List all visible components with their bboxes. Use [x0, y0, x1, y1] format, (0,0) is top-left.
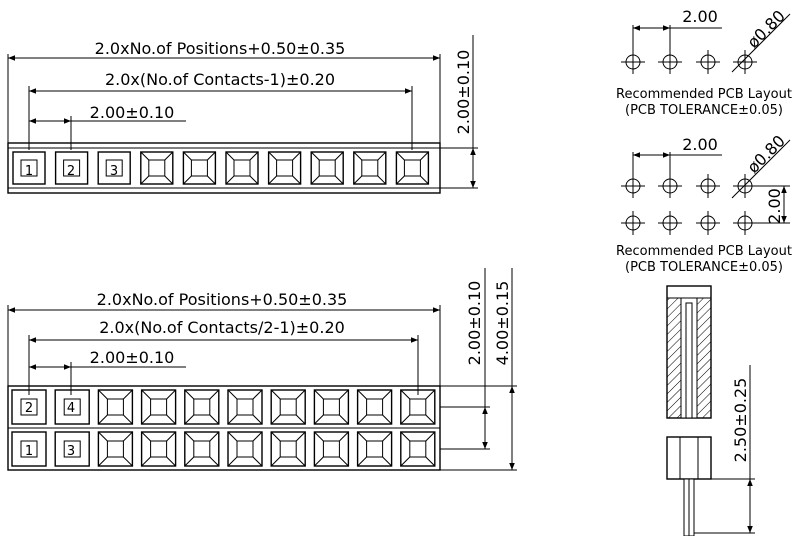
pcb-hole	[696, 174, 720, 198]
pcb-layout-single: 2.00 ø0.80 Recommended PCB Layout (PCB T…	[616, 6, 792, 118]
dim-row-label: 2.00±0.10	[465, 281, 484, 366]
pcb2-pitch-label: 2.00	[682, 135, 718, 154]
contact-cell-top	[356, 389, 393, 425]
pcb-hole	[658, 211, 682, 235]
dim-height-label: 2.00±0.10	[454, 50, 473, 135]
contact-cell-top	[227, 389, 263, 425]
base-block	[666, 436, 712, 480]
pcb-hole	[696, 211, 720, 235]
contact-cell	[267, 151, 302, 185]
contact-cell	[310, 151, 344, 185]
pcb1-tolerance: (PCB TOLERANCE±0.05)	[625, 103, 783, 118]
pcb1-caption: Recommended PCB Layout	[616, 87, 792, 102]
contact-cells-2	[11, 389, 436, 467]
dim-pin-label: 2.50±0.25	[731, 378, 750, 463]
pin-4-label-2: 4	[67, 401, 75, 416]
contact-cell-bottom	[54, 431, 90, 467]
contact-spring	[685, 302, 693, 419]
pcb-hole	[696, 50, 720, 74]
dim-length-label: 2.0xNo.of Positions+0.50±0.35	[95, 39, 346, 58]
contact-cell-bottom	[270, 431, 306, 467]
pcb-hole	[733, 50, 757, 74]
side-section-view: 2.50±0.25	[666, 285, 755, 536]
pcb2-hole-label: ø0.80	[743, 131, 789, 177]
pcb1-pitch-label: 2.00	[682, 7, 718, 26]
double-row-view: 2.0xNo.of Positions+0.50±0.35 2.0x(No.of…	[7, 268, 517, 471]
pcb-layout-double: 2.00 ø0.80 2.00 Recommended PCB Layout (…	[616, 131, 792, 275]
pcb-holes-single	[621, 50, 757, 74]
contact-cell-bottom	[227, 431, 263, 467]
pcb2-row-label: 2.00	[765, 188, 784, 224]
contact-cell-top	[54, 389, 90, 425]
contact-cell-top	[270, 389, 306, 425]
contact-cell	[395, 151, 430, 185]
contact-cell	[97, 151, 131, 185]
contact-cell	[225, 151, 259, 185]
contact-cell-top	[11, 389, 47, 425]
dim-length-label-2: 2.0xNo.of Positions+0.50±0.35	[97, 290, 348, 309]
contact-cell-bottom	[97, 431, 134, 467]
pin-2-label: 2	[67, 164, 75, 179]
dim-pitch-label: 2.00±0.10	[90, 103, 175, 122]
contact-cell	[140, 151, 174, 185]
contact-cell-bottom	[313, 431, 350, 467]
pcb2-tolerance: (PCB TOLERANCE±0.05)	[625, 260, 783, 275]
dim-contacts-label-2: 2.0x(No.of Contacts/2-1)±0.20	[99, 318, 345, 337]
contact-cells	[12, 151, 430, 185]
contact-cell	[353, 151, 387, 185]
pcb1-hole-label: ø0.80	[743, 6, 789, 52]
dim-total-height-label: 4.00±0.15	[493, 281, 512, 366]
contact-cell-top	[140, 389, 177, 425]
contact-cell-bottom	[140, 431, 177, 467]
dim-contacts-label: 2.0x(No.of Contacts-1)±0.20	[105, 70, 335, 89]
pin-1-label: 1	[25, 164, 33, 179]
contact-cell	[54, 151, 89, 185]
contact-cell-top	[184, 389, 220, 425]
contact-cell-top	[400, 389, 436, 425]
pcb1-hole-leader	[731, 13, 791, 73]
pcb-hole	[621, 211, 645, 235]
dim-pitch-label-2: 2.00±0.10	[90, 348, 175, 367]
pcb-holes-double	[621, 174, 757, 235]
housing-wall-right	[696, 297, 712, 419]
pin-3-label: 3	[110, 164, 118, 179]
contact-cell-bottom	[11, 431, 47, 467]
housing-wall-left	[666, 297, 682, 419]
contact-cell-top	[313, 389, 350, 425]
pin-1-label-2: 1	[25, 444, 33, 459]
pcb2-caption: Recommended PCB Layout	[616, 244, 792, 259]
contact-cell-bottom	[184, 431, 220, 467]
contact-cell	[182, 151, 217, 185]
single-row-view: 2.0xNo.of Positions+0.50±0.35 2.0x(No.of…	[7, 35, 478, 194]
connector-body	[7, 142, 441, 194]
contact-cell	[12, 151, 46, 185]
pin-2-label-2: 2	[25, 401, 33, 416]
contact-cell-top	[97, 389, 134, 425]
pin-3-label-2: 3	[67, 444, 75, 459]
pcb2-hole-leader	[731, 139, 791, 199]
contact-cell-bottom	[356, 431, 393, 467]
contact-cell-bottom	[400, 431, 436, 467]
